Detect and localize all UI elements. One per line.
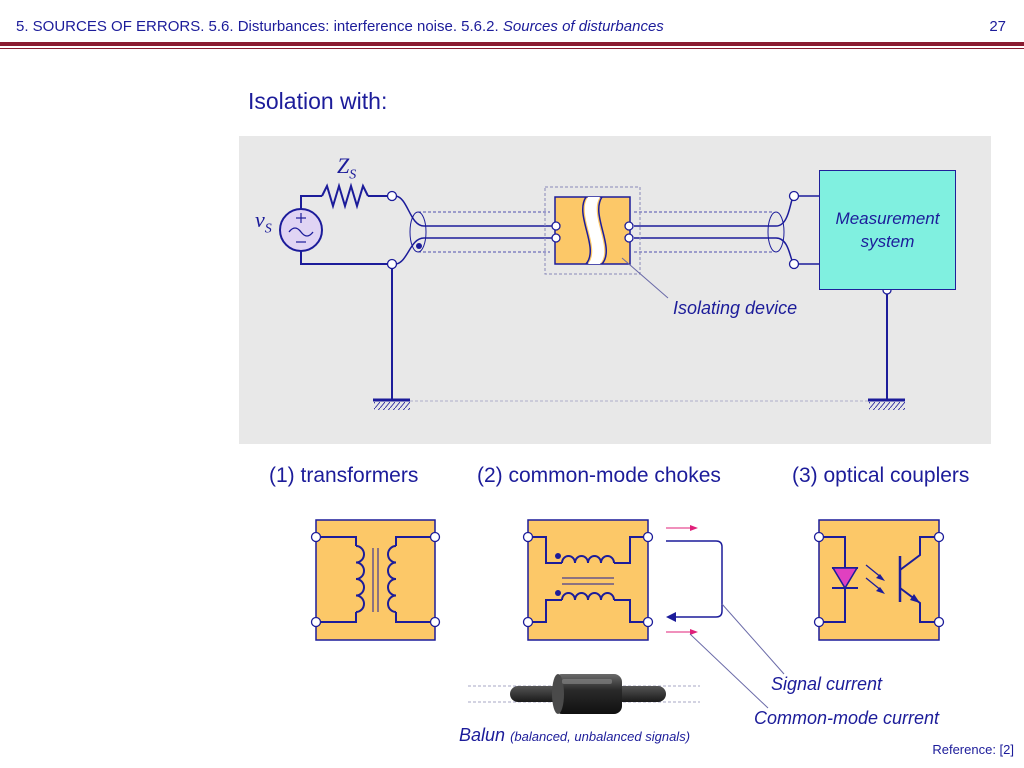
balun-icon bbox=[468, 674, 700, 714]
ground-icon bbox=[869, 402, 905, 410]
breadcrumb: 5. SOURCES OF ERRORS. 5.6. Disturbances:… bbox=[16, 18, 664, 35]
isolating-device-label: Isolating device bbox=[673, 298, 798, 318]
terminal-icon bbox=[624, 233, 634, 243]
terminal-icon bbox=[386, 190, 398, 202]
source-voltage-label: vS bbox=[255, 207, 272, 237]
slide-heading: Isolation with: bbox=[248, 88, 388, 114]
ground-wires bbox=[373, 268, 905, 402]
common-mode-choke-icon bbox=[522, 519, 785, 709]
common-mode-current-label: Common-mode current bbox=[754, 708, 940, 728]
header-rule-thin bbox=[0, 48, 1024, 49]
terminal-icon bbox=[551, 221, 561, 231]
transformer-icon bbox=[310, 519, 441, 641]
terminal-icon bbox=[788, 258, 800, 270]
terminal-icon bbox=[624, 221, 634, 231]
measurement-system-box: Measurement system bbox=[819, 170, 956, 290]
option-optical-couplers: (3) optical couplers bbox=[792, 464, 970, 487]
measurement-system-line1: Measurement bbox=[835, 209, 940, 228]
breadcrumb-path: 5. SOURCES OF ERRORS. 5.6. Disturbances:… bbox=[16, 18, 503, 35]
section-title: Sources of disturbances bbox=[502, 18, 664, 35]
ground-icon bbox=[374, 402, 410, 410]
terminal-icon bbox=[551, 233, 561, 243]
signal-current-label: Signal current bbox=[771, 674, 883, 694]
balun-title: Balun bbox=[459, 725, 506, 745]
balun-note: (balanced, unbalanced signals) bbox=[510, 729, 691, 744]
isolating-device-icon bbox=[544, 186, 669, 299]
terminal-icon bbox=[386, 258, 398, 270]
optical-coupler-icon bbox=[813, 519, 945, 641]
terminal-icon bbox=[788, 190, 800, 202]
source-impedance-label: ZS bbox=[337, 153, 357, 183]
slide-header: 5. SOURCES OF ERRORS. 5.6. Disturbances:… bbox=[0, 0, 1024, 56]
option-transformers: (1) transformers bbox=[269, 464, 419, 487]
balun-label: Balun (balanced, unbalanced signals) bbox=[459, 725, 690, 746]
option-common-mode-chokes: (2) common-mode chokes bbox=[477, 464, 721, 487]
reference-note: Reference: [2] bbox=[932, 742, 1014, 757]
source-circuit bbox=[279, 182, 388, 265]
measurement-system-line2: system bbox=[860, 232, 915, 251]
page-number: 27 bbox=[989, 18, 1006, 35]
resistor-icon bbox=[321, 182, 369, 210]
header-rule-thick bbox=[0, 42, 1024, 46]
